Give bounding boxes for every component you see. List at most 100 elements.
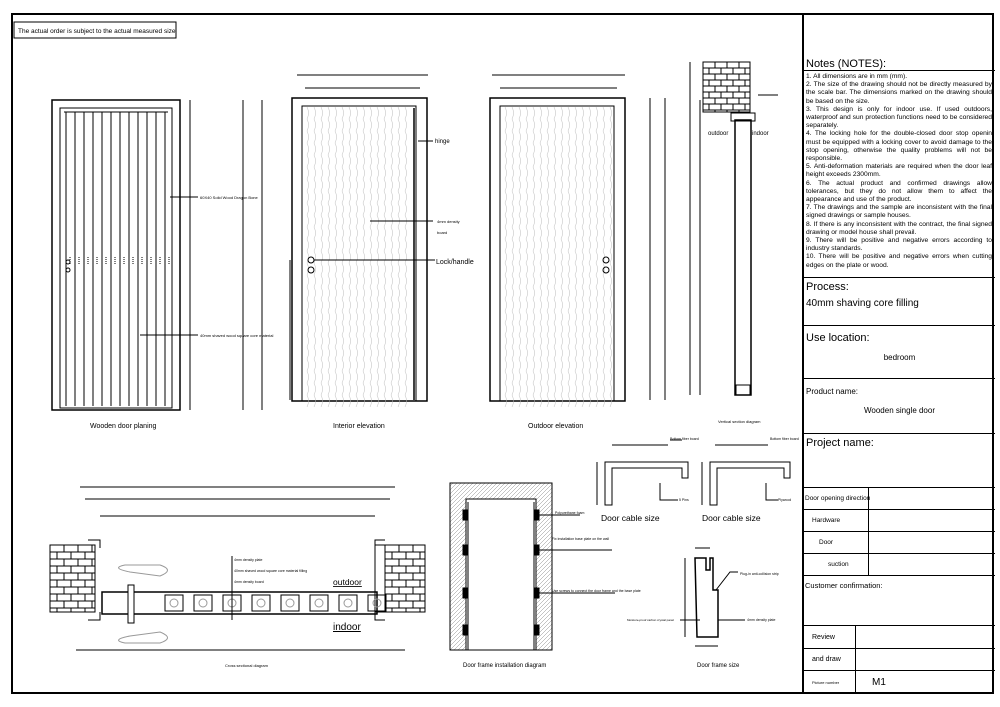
door-label: Door	[819, 539, 834, 546]
title-block: Notes (NOTES): 1. All dimensions are in …	[802, 14, 995, 693]
brick	[84, 593, 96, 602]
cable-caption-1: Door cable size	[601, 513, 660, 523]
core-block	[367, 594, 387, 612]
brick	[77, 586, 93, 595]
brick	[56, 579, 72, 588]
brick	[49, 565, 58, 574]
door-frame-size	[680, 547, 745, 647]
brick	[412, 586, 426, 595]
core-block	[309, 594, 329, 612]
wood-grain	[518, 106, 521, 408]
customer-confirmation-label: Customer confirmation:	[805, 581, 883, 590]
brick	[405, 565, 421, 574]
core-block	[280, 594, 300, 612]
brick	[77, 558, 93, 567]
wood-grain	[560, 106, 563, 408]
frame-label-1: Plug-in anti-collision strip	[740, 572, 779, 576]
brick	[419, 607, 426, 613]
cable-caption-2: Door cable size	[702, 513, 761, 523]
picture-number-label: Picture number	[812, 679, 840, 685]
cross-section	[49, 486, 426, 651]
planing-caption: Wooden door planing	[90, 423, 157, 430]
brick	[84, 565, 96, 574]
wood-grain	[313, 106, 316, 408]
brick	[412, 544, 426, 553]
note-item: 9. There will be positive and negative e…	[806, 237, 992, 253]
note-item: 5. Anti-deformation materials are requir…	[806, 163, 992, 179]
brick	[84, 607, 96, 613]
brick	[398, 586, 414, 595]
brick	[419, 565, 426, 574]
brick	[63, 586, 79, 595]
brick	[391, 565, 407, 574]
cross-outdoor-label: outdoor	[333, 577, 362, 587]
brick	[77, 572, 93, 581]
brick	[384, 600, 400, 609]
wood-grain	[369, 106, 372, 408]
notes-list: 1. All dimensions are in mm (mm). 2. The…	[804, 70, 995, 277]
planing-view	[51, 99, 263, 411]
brick	[84, 551, 96, 560]
cross-indoor-label: indoor	[333, 622, 361, 633]
brick	[419, 593, 426, 602]
brick	[63, 600, 79, 609]
note-item: 1. All dimensions are in mm (mm).	[806, 73, 908, 80]
product-name-label: Product name:	[806, 387, 859, 396]
brick	[63, 572, 79, 581]
outdoor-elevation	[489, 74, 666, 408]
brick	[412, 600, 426, 609]
frame-label-3: 4mm density plate	[747, 618, 775, 622]
brick	[77, 600, 93, 609]
brick	[91, 586, 96, 595]
brick	[49, 600, 65, 609]
wood-grain	[511, 106, 514, 408]
brick	[405, 607, 421, 613]
brick	[384, 565, 393, 574]
anchor	[462, 509, 469, 521]
use-location-label: Use location:	[806, 332, 870, 344]
core-block	[164, 594, 184, 612]
density-board-label-2: board	[437, 230, 447, 235]
project-name-label: Project name:	[806, 437, 874, 449]
install-label-1: Polyurethane foam	[555, 511, 584, 515]
brick	[405, 593, 421, 602]
wood-ring	[256, 598, 266, 608]
planing-label-2: 40mm shaved wood square core material	[200, 333, 273, 338]
product-name-value: Wooden single door	[863, 406, 935, 415]
wood-grain	[546, 106, 549, 408]
wood-grain	[348, 106, 351, 408]
top-note: The actual order is subject to the actua…	[18, 28, 176, 35]
door-opening-direction-label: Door opening direction	[805, 495, 871, 502]
install-label-2: Fix installation base plate on the wall	[552, 537, 609, 541]
density-board-label-1: 4mm density	[437, 219, 460, 224]
anchor	[462, 587, 469, 599]
lock-handle-label: Lock/handle	[436, 259, 474, 266]
hinge-label: hinge	[435, 139, 450, 145]
wood-ring	[169, 598, 179, 608]
cable-label-3: Plywood	[778, 498, 791, 502]
brick	[405, 551, 421, 560]
vertical-outdoor-label: outdoor	[708, 131, 728, 137]
brick	[412, 572, 426, 581]
brick	[49, 607, 58, 613]
door-cable-size-1	[596, 439, 689, 506]
sheet-border	[11, 13, 994, 694]
wood-grain	[581, 106, 584, 408]
cross-caption: Cross sectional diagram	[225, 663, 269, 668]
install-caption: Door frame installation diagram	[463, 663, 546, 669]
vertical-caption: Vertical section diagram	[718, 419, 761, 424]
brick	[70, 607, 86, 613]
brick	[398, 600, 414, 609]
brick	[391, 593, 407, 602]
wood-ring	[343, 598, 353, 608]
brick	[56, 607, 72, 613]
wood-grain	[525, 106, 528, 408]
note-item: 10. There will be positive and negative …	[806, 253, 992, 269]
brick	[412, 558, 426, 567]
planing-label-1: 60X40 Solid Wood Dragon Bone	[200, 195, 259, 200]
process-value: 40mm shaving core filling	[806, 298, 919, 309]
cross-label-1: 4mm density plate	[234, 558, 262, 562]
top-note-box	[13, 21, 177, 39]
install-label-3: Use screws to connect the door frame and…	[552, 589, 641, 593]
wood-grain	[574, 106, 577, 408]
